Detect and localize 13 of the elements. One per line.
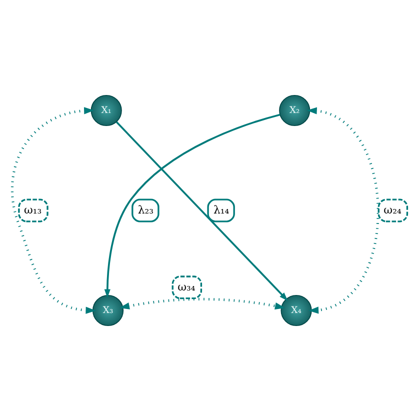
- arrow: [119, 297, 286, 309]
- edge-label: ω₃₄: [178, 280, 196, 293]
- edge-label: λ₁₄: [214, 202, 230, 216]
- edge-label: λ₂₃: [138, 202, 154, 216]
- node-circle: X₂: [279, 94, 310, 126]
- node-circle: X₃: [92, 294, 124, 326]
- arrow: [306, 106, 380, 314]
- edge-label: ω₂₄: [384, 202, 402, 216]
- arrow: [11, 106, 96, 314]
- node-circle: X₁: [90, 94, 122, 126]
- arrow: [116, 120, 288, 300]
- node-circle: X₄: [280, 294, 312, 326]
- edge-label: ω₁₃: [24, 202, 42, 216]
